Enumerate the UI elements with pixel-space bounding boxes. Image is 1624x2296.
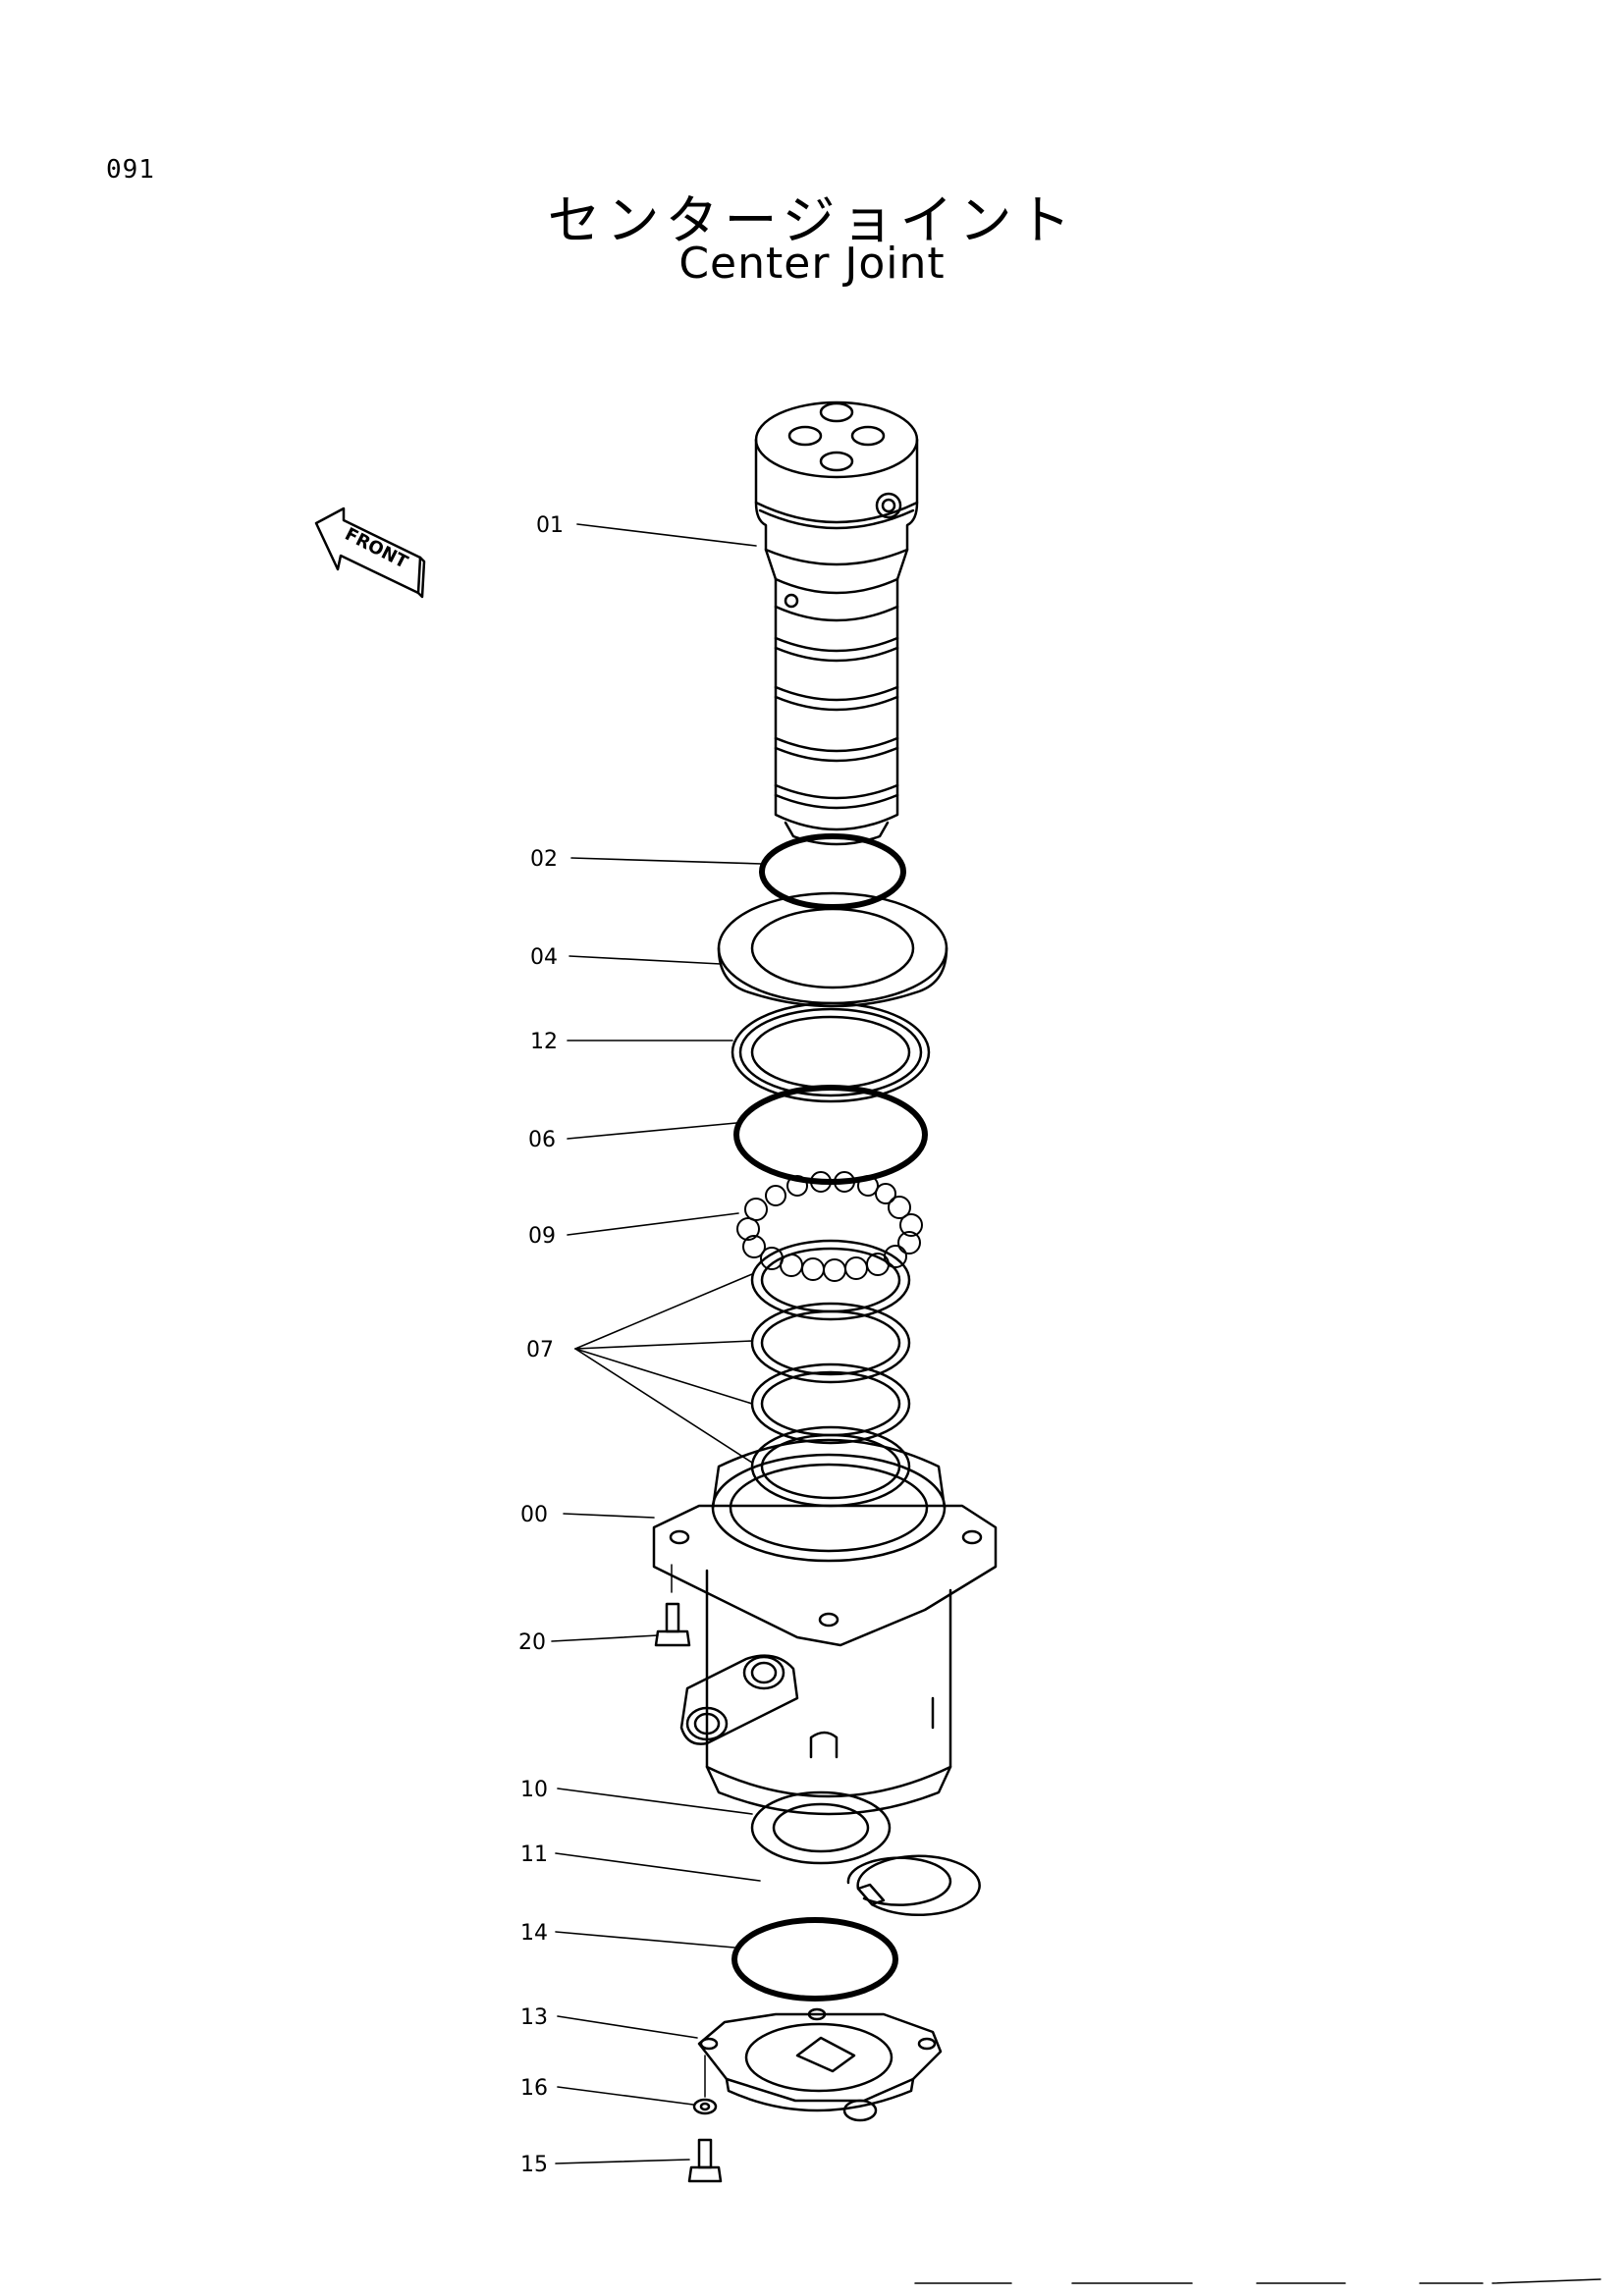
part-label: 01 [536, 513, 564, 538]
part-01-spindle [754, 400, 919, 846]
part-label: 10 [520, 1778, 548, 1802]
part-14-o-ring [731, 1917, 898, 2002]
part-label: 20 [518, 1630, 546, 1655]
part-16-washer [692, 2055, 718, 2115]
leader-lines [551, 523, 763, 2164]
part-label: 14 [520, 1921, 548, 1946]
part-12-ring [731, 1001, 931, 1103]
part-11-snap-ring [846, 1854, 981, 1917]
title-english: Center Joint [678, 239, 946, 289]
part-label: 13 [520, 2005, 548, 2030]
part-label: 06 [528, 1128, 556, 1152]
part-label: 12 [530, 1030, 558, 1054]
part-label: 15 [520, 2153, 548, 2177]
footer-rules [914, 2278, 1601, 2284]
part-label: 07 [526, 1338, 554, 1362]
part-10-washer [750, 1790, 892, 1865]
page-number: 091 [106, 155, 155, 185]
part-15-bolt [687, 2138, 723, 2183]
part-label: 09 [528, 1224, 556, 1249]
part-label: 11 [520, 1842, 548, 1867]
part-04-cover [717, 891, 948, 1008]
part-02-o-ring [759, 833, 906, 910]
front-arrow-icon [314, 507, 426, 599]
part-13-cover [697, 2007, 943, 2122]
part-label: 16 [520, 2076, 548, 2101]
part-09-balls [736, 1171, 923, 1282]
title-japanese: センタージョイント [547, 189, 1077, 251]
part-00-body [652, 1438, 998, 1816]
part-label: 04 [530, 945, 558, 970]
part-20-bolt [654, 1564, 691, 1647]
part-label: 02 [530, 847, 558, 872]
part-label: 00 [520, 1503, 548, 1527]
